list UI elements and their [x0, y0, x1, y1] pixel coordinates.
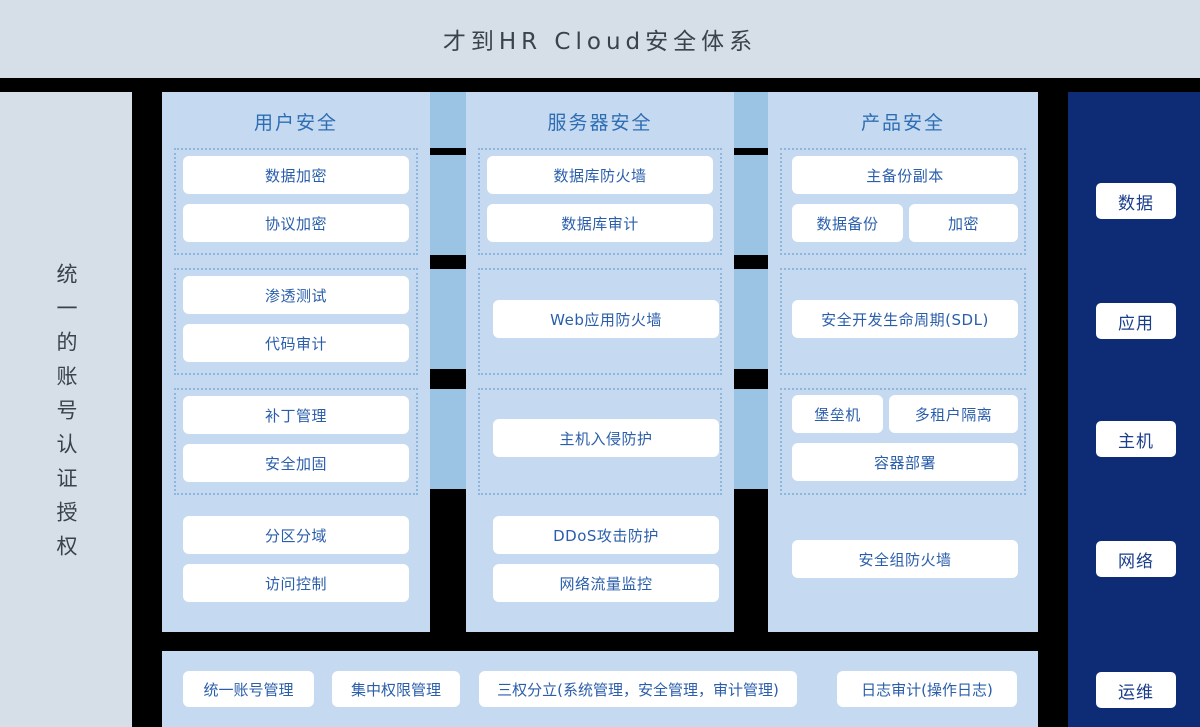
sidebar-item-network[interactable]: 网络 [1096, 541, 1176, 577]
page-title: 才到HR Cloud安全体系 [442, 29, 758, 55]
item-code-audit[interactable]: 代码审计 [183, 324, 409, 362]
item-sdl[interactable]: 安全开发生命周期(SDL) [792, 300, 1018, 338]
sidebar-item-host[interactable]: 主机 [1096, 421, 1176, 457]
column-title-user-security: 用户安全 [253, 111, 338, 134]
header-band: 才到HR Cloud安全体系 [0, 0, 1200, 78]
bottom-bar: 统一账号管理 集中权限管理 三权分立(系统管理，安全管理，审计管理) 日志审计(… [162, 651, 1038, 727]
bottom-item-log-audit[interactable]: 日志审计(操作日志) [837, 671, 1017, 707]
item-container-deployment[interactable]: 容器部署 [792, 443, 1018, 481]
connector-strip-right-row1 [733, 155, 770, 255]
item-access-control[interactable]: 访问控制 [183, 564, 409, 602]
sidebar-item-data[interactable]: 数据 [1096, 183, 1176, 219]
item-penetration-test[interactable]: 渗透测试 [183, 276, 409, 314]
sidebar-item-ops[interactable]: 运维 [1096, 672, 1176, 708]
item-multi-tenant-isolation[interactable]: 多租户隔离 [889, 395, 1018, 433]
item-primary-backup-replica[interactable]: 主备份副本 [792, 156, 1018, 194]
column-user-security: 用户安全 数据加密 协议加密 渗透测试 代码审计 补丁管理 安全加固 分区分域 … [162, 92, 430, 632]
connector-strip-right-row3 [733, 389, 770, 489]
item-protocol-encryption[interactable]: 协议加密 [183, 204, 409, 242]
connector-strip-left-row3 [428, 389, 468, 489]
sidebar-item-app[interactable]: 应用 [1096, 303, 1176, 339]
item-security-group-firewall[interactable]: 安全组防火墙 [792, 540, 1018, 578]
item-encryption[interactable]: 加密 [909, 204, 1018, 242]
item-data-backup[interactable]: 数据备份 [792, 204, 903, 242]
connector-strip-left-row1 [428, 155, 468, 255]
connector-strip-left-row2 [428, 269, 468, 369]
left-sidebar: 统一的账号认证授权 [0, 92, 132, 727]
item-zone-partition[interactable]: 分区分域 [183, 516, 409, 554]
item-host-intrusion-protection[interactable]: 主机入侵防护 [493, 419, 719, 457]
column-product-security: 产品安全 主备份副本 数据备份 加密 安全开发生命周期(SDL) 堡垒机 多租户… [768, 92, 1038, 632]
connector-strip-right-row0 [733, 92, 770, 148]
column-title-product-security: 产品安全 [860, 111, 945, 134]
item-data-encryption[interactable]: 数据加密 [183, 156, 409, 194]
item-ddos-protection[interactable]: DDoS攻击防护 [493, 516, 719, 554]
item-web-app-firewall[interactable]: Web应用防火墙 [493, 300, 719, 338]
item-database-firewall[interactable]: 数据库防火墙 [487, 156, 713, 194]
connector-strip-left-row0 [428, 92, 468, 148]
connector-strip-right-row2 [733, 269, 770, 369]
bottom-item-separation-of-powers[interactable]: 三权分立(系统管理，安全管理，审计管理) [479, 671, 797, 707]
item-network-traffic-monitoring[interactable]: 网络流量监控 [493, 564, 719, 602]
bottom-item-centralized-permission-management[interactable]: 集中权限管理 [332, 671, 460, 707]
item-patch-management[interactable]: 补丁管理 [183, 396, 409, 434]
item-bastion-host[interactable]: 堡垒机 [792, 395, 883, 433]
right-sidebar: 数据 应用 主机 网络 运维 [1068, 92, 1200, 727]
left-sidebar-label: 统一的账号认证授权 [54, 263, 78, 569]
column-title-server-security: 服务器安全 [547, 111, 653, 134]
bottom-item-unified-account-management[interactable]: 统一账号管理 [183, 671, 314, 707]
column-server-security: 服务器安全 数据库防火墙 数据库审计 Web应用防火墙 主机入侵防护 DDoS攻… [466, 92, 734, 632]
item-database-audit[interactable]: 数据库审计 [487, 204, 713, 242]
item-security-hardening[interactable]: 安全加固 [183, 444, 409, 482]
